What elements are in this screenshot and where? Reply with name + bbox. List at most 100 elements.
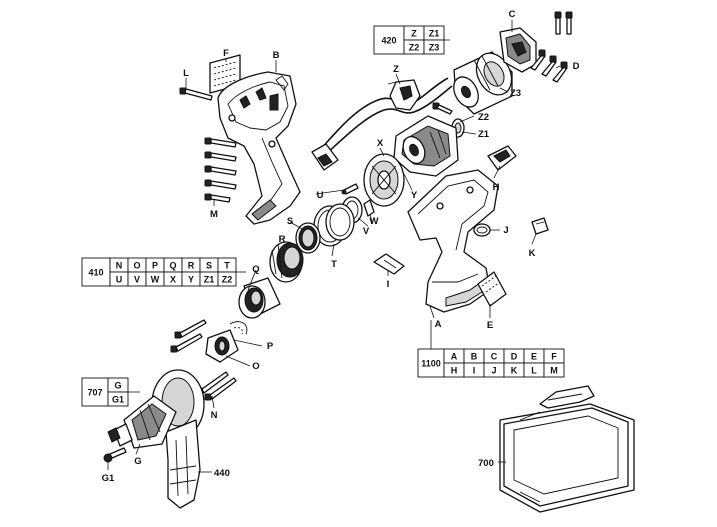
motor-Z3	[453, 51, 513, 115]
kit-cell: Q	[169, 261, 176, 271]
callout-N: N	[211, 410, 218, 421]
callout-O: O	[252, 361, 259, 372]
kit-cell: C	[491, 352, 498, 362]
kit-cell: Z1	[204, 275, 215, 285]
kit-table-707: 707 G G1	[81, 377, 129, 407]
screws-O	[170, 319, 207, 353]
callout-K: K	[529, 248, 536, 259]
kit-cell: D	[511, 352, 518, 362]
kit-cell: Y	[188, 275, 194, 285]
kit-cell: K	[511, 366, 518, 376]
callout-Z1: Z1	[478, 129, 490, 140]
callout-L: L	[183, 68, 189, 79]
kit-cell: B	[471, 352, 478, 362]
kit-table-1100: 1100 A B C D E F H I J K L M	[417, 348, 565, 378]
callout-Q: Q	[252, 264, 259, 275]
callout-D: D	[573, 61, 580, 72]
kit-cell: O	[133, 261, 140, 271]
chuck-G	[107, 395, 177, 449]
callout-G1: G1	[102, 473, 115, 484]
callout-Y: Y	[411, 190, 418, 201]
pin-U	[341, 183, 359, 195]
callout-700: 700	[478, 458, 494, 469]
ring-J	[473, 223, 491, 237]
kit-cell: E	[531, 352, 537, 362]
kit-cell: H	[451, 366, 458, 376]
lever-I	[373, 253, 405, 275]
kit-cell: V	[134, 275, 140, 285]
kit-cell: M	[550, 366, 558, 376]
ring-gear-X	[363, 153, 405, 207]
kit-number: 707	[87, 388, 102, 398]
callout-P: P	[267, 341, 274, 352]
callout-440: 440	[214, 468, 230, 479]
kit-number: 420	[381, 36, 396, 46]
callout-W: W	[370, 216, 379, 227]
callout-R: R	[279, 234, 286, 245]
kit-cell: G	[114, 381, 121, 391]
kit-cell: R	[188, 261, 195, 271]
housing-half-B	[217, 71, 301, 225]
rings-T	[313, 203, 355, 247]
callout-C: C	[509, 9, 516, 20]
screws-N	[196, 371, 237, 401]
clip-K	[531, 217, 549, 235]
kit-table-410: 410 N O P Q R S T U V W X Y Z1 Z2	[81, 257, 237, 287]
callout-X: X	[377, 138, 384, 149]
kit-cell: W	[151, 275, 160, 285]
kit-cell: N	[116, 261, 123, 271]
screw-L	[179, 87, 213, 101]
callout-Z: Z	[393, 64, 399, 75]
cover-H	[487, 145, 517, 171]
kit-cell: P	[152, 261, 158, 271]
kit-cell: U	[116, 275, 123, 285]
kit-number: 410	[88, 268, 103, 278]
kit-cell: Z	[411, 29, 417, 39]
kit-cell: Z2	[222, 275, 233, 285]
pin-W	[363, 199, 375, 217]
kit-number: 1100	[421, 359, 441, 369]
screws-D	[530, 49, 568, 83]
callout-M: M	[210, 209, 218, 220]
callout-S: S	[287, 216, 293, 227]
kit-cell: X	[170, 275, 176, 285]
clip-P	[229, 321, 248, 335]
kit-cell: Z2	[409, 43, 420, 53]
gear-collar-R	[269, 241, 304, 283]
callout-H: H	[493, 182, 500, 193]
callout-J: J	[503, 225, 508, 236]
kit-cell: Z1	[429, 29, 440, 39]
callout-F: F	[223, 48, 229, 59]
bracket-O	[205, 329, 239, 363]
collar-Q	[238, 277, 281, 319]
screws-M	[204, 137, 237, 203]
carry-case-700	[499, 385, 635, 513]
callout-V: V	[363, 226, 370, 237]
kit-cell: A	[451, 352, 458, 362]
kit-cell: I	[473, 366, 476, 376]
callout-G: G	[134, 456, 141, 467]
kit-cell: J	[491, 366, 496, 376]
callout-I: I	[387, 279, 390, 290]
callout-labels: L F B M Z Z2 Z1 Z3 C D X Y U V W S T R Q…	[102, 9, 580, 484]
end-cap-C	[499, 27, 537, 73]
kit-cell: S	[206, 261, 212, 271]
screw-G1	[103, 447, 127, 463]
ring-S	[295, 222, 321, 254]
callout-E: E	[487, 320, 493, 331]
callout-Z2: Z2	[478, 112, 489, 123]
gearbox-Y	[393, 115, 459, 177]
kit-cell: Z3	[429, 43, 440, 53]
callout-A: A	[435, 319, 442, 330]
kit-cell: G1	[112, 395, 124, 405]
callout-U: U	[317, 190, 324, 201]
screws-C	[554, 11, 573, 35]
table-leaders	[128, 39, 450, 393]
kit-table-420: 420 Z Z1 Z2 Z3	[373, 25, 445, 55]
callout-B: B	[273, 50, 280, 61]
switch-Z	[387, 79, 421, 111]
kit-cell: L	[531, 366, 537, 376]
kit-cell: F	[551, 352, 557, 362]
callout-Z3: Z3	[510, 88, 521, 99]
